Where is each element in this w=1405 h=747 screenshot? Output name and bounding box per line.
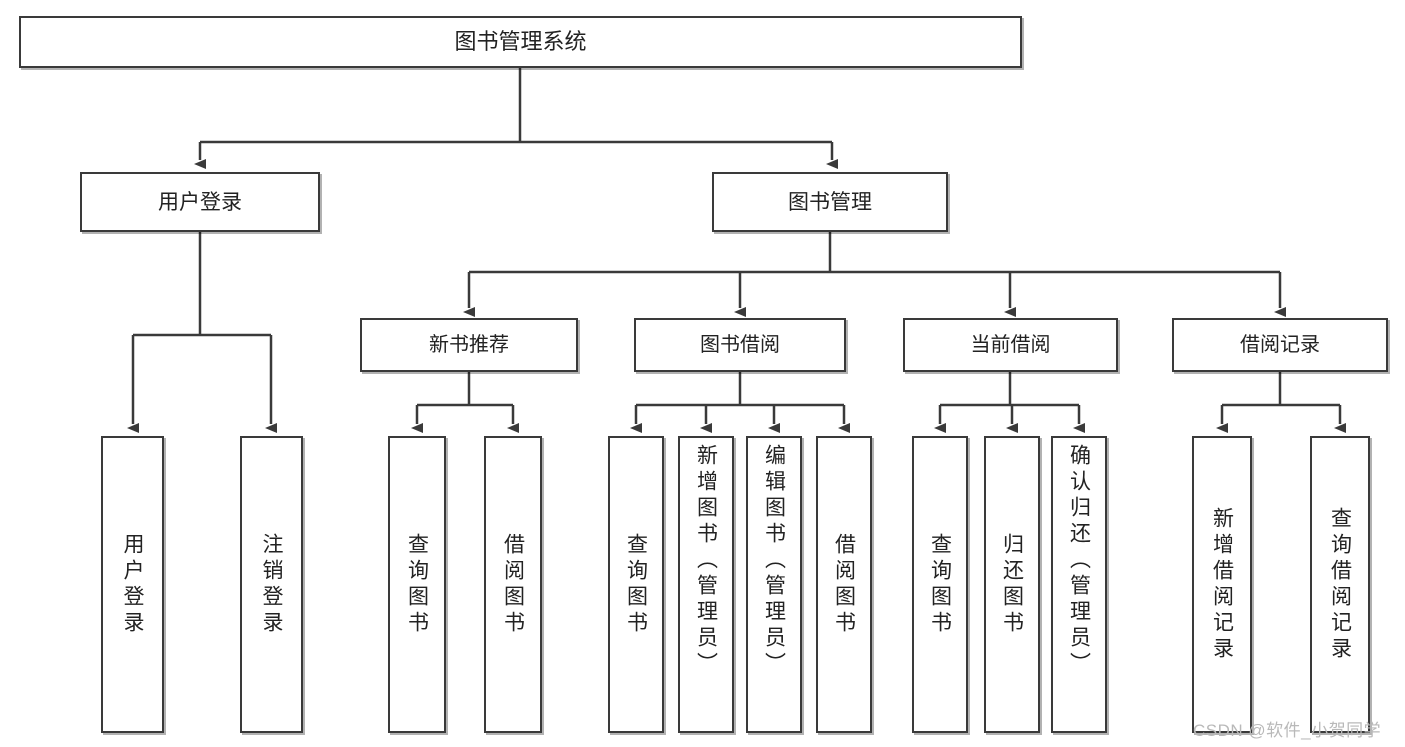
node-leaf-logout[interactable]: 注销登录 (240, 436, 303, 733)
node-leaf-query-book[interactable]: 查询图书 (608, 436, 664, 733)
node-user-login-label: 用户登录 (158, 190, 242, 214)
node-leaf-confirm-return-label: 确认归还（管理员） (1067, 444, 1091, 678)
edge-book-manage-to-level3 (463, 232, 1286, 317)
node-new-book-rec-label: 新书推荐 (429, 334, 509, 356)
watermark: CSDN @软件_小贺同学 (1193, 721, 1382, 740)
node-root[interactable]: 图书管理系统 (19, 16, 1022, 68)
node-user-login[interactable]: 用户登录 (80, 172, 320, 232)
edge-current-borrow-to-leaves (934, 372, 1085, 433)
node-leaf-query-book-rec[interactable]: 查询图书 (388, 436, 446, 733)
node-leaf-query-book-cur[interactable]: 查询图书 (912, 436, 968, 733)
node-current-borrow-label: 当前借阅 (970, 334, 1051, 356)
node-book-manage[interactable]: 图书管理 (712, 172, 948, 232)
node-leaf-borrow-book-rec-label: 借阅图书 (501, 532, 525, 637)
node-leaf-borrow-book-label: 借阅图书 (832, 532, 856, 637)
node-leaf-confirm-return[interactable]: 确认归还（管理员） (1051, 436, 1107, 733)
node-leaf-logout-label: 注销登录 (260, 532, 283, 637)
edge-borrow-record-to-leaves (1216, 372, 1346, 433)
node-book-borrow-label: 图书借阅 (700, 334, 780, 356)
node-leaf-return-book-label: 归还图书 (1000, 532, 1024, 637)
edge-book-borrow-to-leaves (630, 372, 850, 433)
node-root-label: 图书管理系统 (454, 29, 587, 54)
edge-new-book-rec-to-leaves (411, 372, 519, 433)
node-leaf-query-book-rec-label: 查询图书 (405, 532, 429, 637)
node-leaf-query-record[interactable]: 查询借阅记录 (1310, 436, 1370, 733)
node-leaf-add-record[interactable]: 新增借阅记录 (1192, 436, 1252, 733)
node-new-book-rec[interactable]: 新书推荐 (360, 318, 578, 372)
edge-root-to-level2 (194, 68, 838, 169)
node-leaf-query-book-label: 查询图书 (624, 532, 648, 637)
edge-user-login-to-leaves (127, 232, 277, 433)
node-book-borrow[interactable]: 图书借阅 (634, 318, 846, 372)
node-leaf-add-book-label: 新增图书（管理员） (694, 444, 718, 678)
node-leaf-add-record-label: 新增借阅记录 (1210, 506, 1234, 663)
node-borrow-record[interactable]: 借阅记录 (1172, 318, 1388, 372)
node-leaf-return-book[interactable]: 归还图书 (984, 436, 1040, 733)
node-borrow-record-label: 借阅记录 (1240, 334, 1320, 356)
node-leaf-query-record-label: 查询借阅记录 (1328, 506, 1352, 663)
node-leaf-edit-book-label: 编辑图书（管理员） (762, 444, 786, 678)
node-leaf-query-book-cur-label: 查询图书 (928, 532, 952, 637)
node-leaf-user-login[interactable]: 用户登录 (101, 436, 164, 733)
node-book-manage-label: 图书管理 (788, 190, 872, 214)
node-current-borrow[interactable]: 当前借阅 (903, 318, 1118, 372)
node-leaf-borrow-book-rec[interactable]: 借阅图书 (484, 436, 542, 733)
node-leaf-user-login-label: 用户登录 (121, 532, 144, 637)
node-leaf-add-book[interactable]: 新增图书（管理员） (678, 436, 734, 733)
node-leaf-edit-book[interactable]: 编辑图书（管理员） (746, 436, 802, 733)
node-leaf-borrow-book[interactable]: 借阅图书 (816, 436, 872, 733)
